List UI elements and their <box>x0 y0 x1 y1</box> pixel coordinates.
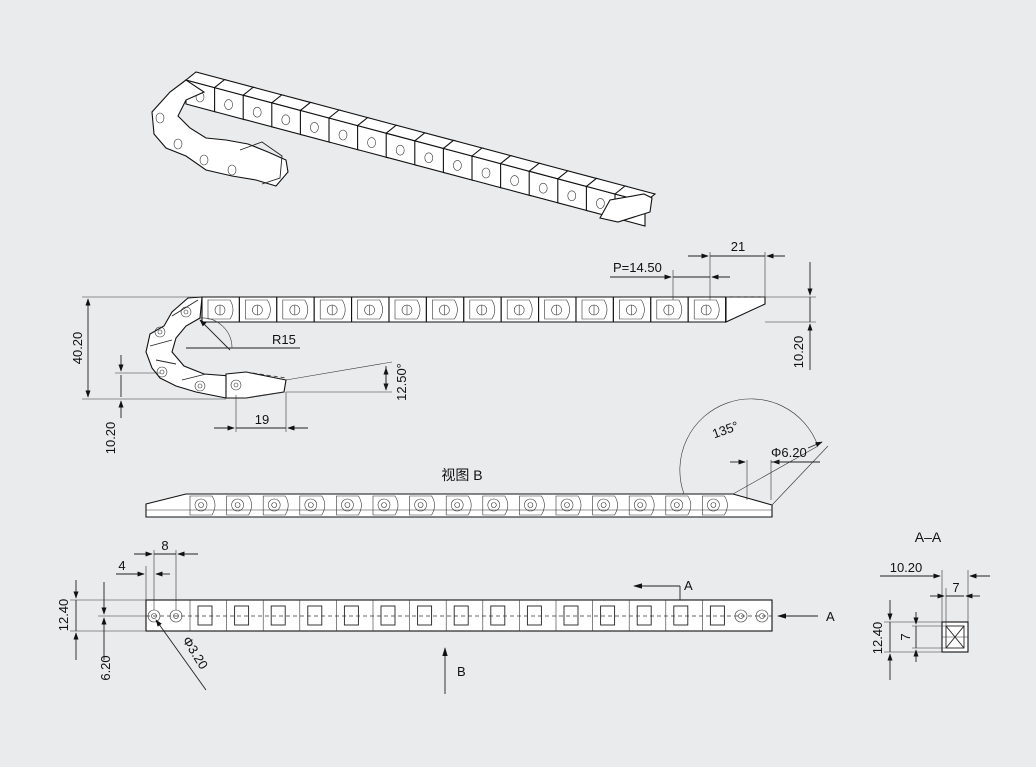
dim-end-length-label: 21 <box>731 239 745 254</box>
top-view-chain-link <box>628 600 652 631</box>
side-bend <box>145 296 231 399</box>
view-b-chain-link <box>555 495 582 516</box>
iso-chain-link <box>327 109 371 151</box>
top-view-chain-link <box>592 600 616 631</box>
top-view-hole-label: Φ3.20 <box>179 634 211 672</box>
side-chain-link <box>538 296 577 323</box>
iso-chain-link <box>528 162 571 204</box>
side-chain-link <box>612 296 652 323</box>
top-view-chain-link <box>519 600 542 631</box>
view-b-hole-label: Φ6.20 <box>771 445 807 460</box>
side-chain-link <box>276 296 315 323</box>
section-arrow-right-label: A <box>826 609 835 624</box>
view-b-chain-link <box>702 495 728 516</box>
view-b-chain-link <box>299 495 326 516</box>
view-b-chain-link <box>409 495 435 516</box>
top-view-hole-offset-label: 4 <box>118 558 125 573</box>
top-view: 12.40 6.20 8 4 Φ3.20 A A B <box>56 538 835 694</box>
section-arrow-top-label: A <box>684 578 693 593</box>
side-chain-link <box>238 296 278 323</box>
top-view-hole-spacing-label: 8 <box>161 538 168 553</box>
view-b-angle-label: 135° <box>710 418 740 441</box>
side-chain-link <box>388 296 427 323</box>
side-chain-link <box>313 296 353 323</box>
dim-pitch-label: P=14.50 <box>613 260 662 275</box>
side-chain-link <box>463 296 502 323</box>
top-view-chain-link <box>482 600 506 631</box>
section-inner-width-label: 7 <box>952 580 959 595</box>
view-b: 视图 B 135° Φ6.20 <box>145 398 829 518</box>
view-b-chain-link <box>372 495 399 516</box>
iso-end-bracket <box>599 193 653 223</box>
side-lower-bracket <box>225 371 287 399</box>
dim-height-label: 40.20 <box>70 332 85 365</box>
dim-bottom-height-label: 10.20 <box>103 422 118 455</box>
side-end-bracket <box>725 296 766 323</box>
top-view-chain-link <box>262 600 286 631</box>
dim-angle-label: 12.50° <box>394 363 409 401</box>
top-view-chain-link <box>189 600 213 631</box>
view-b-chain-link <box>592 495 618 516</box>
iso-chain-link <box>242 86 285 128</box>
top-view-offset-label: 6.20 <box>98 655 113 680</box>
top-view-chain-link <box>299 600 323 631</box>
isometric-view <box>151 71 657 227</box>
top-view-chain-link <box>226 600 250 631</box>
view-b-title: 视图 B <box>441 467 482 483</box>
view-b-chain-link <box>445 495 472 516</box>
side-chain-link <box>425 296 465 323</box>
view-b-chain-link <box>628 495 655 516</box>
side-chain-link <box>575 296 614 323</box>
dim-end-height-label: 10.20 <box>791 336 806 369</box>
iso-bend <box>151 79 289 187</box>
view-b-chain-link <box>189 495 216 516</box>
top-view-chain-link <box>702 600 725 631</box>
top-view-chain-link <box>665 600 689 631</box>
view-b-chain-link <box>226 495 252 516</box>
side-chain-link <box>687 296 727 323</box>
view-b-chain-link <box>665 495 692 516</box>
dim-bracket-length-label: 19 <box>255 412 269 427</box>
view-b-arrow-label: B <box>457 664 466 679</box>
top-view-chain-link <box>372 600 396 631</box>
view-b-chain-link <box>336 495 362 516</box>
view-b-chain-link <box>519 495 545 516</box>
side-chain-link <box>500 296 540 323</box>
side-chain-link <box>351 296 390 323</box>
section-aa: A–A 10.20 7 12.40 7 <box>870 529 990 680</box>
top-view-width-label: 12.40 <box>56 599 71 632</box>
section-outer-width-label: 10.20 <box>890 560 923 575</box>
top-view-chain-link <box>445 600 469 631</box>
iso-chain-link <box>556 170 599 212</box>
dim-radius-label: R15 <box>272 332 296 347</box>
iso-chain-link <box>356 116 399 159</box>
side-chain-link <box>650 296 689 323</box>
top-view-chain-link <box>409 600 433 631</box>
section-aa-title: A–A <box>915 529 942 545</box>
side-view: 40.20 10.20 19 R15 12.50° P=14.50 21 <box>70 239 816 454</box>
section-outer-height-label: 12.40 <box>870 622 885 655</box>
view-b-chain-link <box>262 495 289 516</box>
top-view-chain-link <box>555 600 579 631</box>
section-inner-height-label: 7 <box>898 633 913 640</box>
top-view-outline <box>145 599 773 632</box>
iso-chain-link <box>385 124 428 166</box>
view-b-chain-link <box>482 495 509 516</box>
top-view-chain-link <box>336 600 359 631</box>
